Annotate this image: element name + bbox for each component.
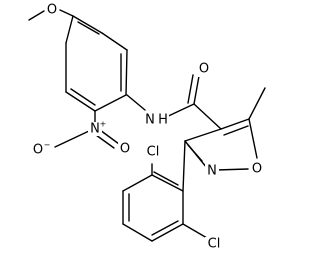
bond-c5-o <box>248 118 258 159</box>
bond-ring-a5-inner <box>70 88 96 106</box>
bond-ring-a2 <box>101 32 128 51</box>
isoxazole-nitrogen-label: N <box>207 164 217 179</box>
bond-o-ring <box>59 9 74 17</box>
bond-c3-c4 <box>184 128 222 142</box>
bond-ring-a1-inner <box>77 21 100 35</box>
bond-carbonyl-o-2 <box>187 74 194 104</box>
bond-o-n <box>215 168 249 171</box>
nitro-positive-charge: + <box>100 120 107 129</box>
bond-ring-nh <box>126 94 146 111</box>
nitro-nitrogen-label: N <box>90 122 100 137</box>
atom-labels: O O N H N + O − O N O Cl Cl <box>31 3 264 252</box>
bonds <box>28 9 266 242</box>
bond-ph-1-inner <box>153 171 179 186</box>
bond-c4-c5-inner <box>223 125 249 136</box>
chlorine-bottom-label: Cl <box>208 237 221 252</box>
bond-ph-4 <box>122 223 153 242</box>
amide-nitrogen-label: N <box>145 113 155 128</box>
methoxy-oxygen-label: O <box>47 3 57 18</box>
bond-ring-a3 <box>125 49 128 96</box>
nitro-negative-charge: − <box>44 141 51 150</box>
bond-ring-a4 <box>94 94 127 112</box>
bond-c4-c5 <box>220 118 250 130</box>
bond-ring-a5 <box>65 91 96 112</box>
bond-methyl-o <box>28 10 45 21</box>
bond-cl-bottom <box>182 223 208 239</box>
bond-ring-a7 <box>65 15 74 44</box>
bond-isoxazole-phenyl <box>182 140 186 192</box>
bond-carbonyl-c4 <box>193 103 222 130</box>
bond-n-c3-inner <box>187 144 203 162</box>
chlorine-top-label: Cl <box>147 145 160 160</box>
bond-nitro-o-left <box>54 130 90 148</box>
bond-ring-a1 <box>72 15 103 34</box>
nitro-oxygen-right-label: O <box>120 142 130 157</box>
carbonyl-oxygen-label: O <box>199 62 209 77</box>
nitro-oxygen-left-label: O <box>33 143 43 158</box>
bond-ph-5-inner <box>151 220 179 236</box>
bond-nitro-o-right-2 <box>95 134 115 149</box>
bond-carbonyl-o-1 <box>193 75 200 105</box>
bond-ph-1 <box>151 174 184 192</box>
bond-ph-5 <box>151 223 184 242</box>
bond-nitro-o-right-1 <box>99 129 120 145</box>
bond-ph-2 <box>122 174 153 192</box>
isoxazole-oxygen-label: O <box>252 162 262 177</box>
bond-c5-methyl <box>248 87 266 120</box>
amide-hydrogen-label: H <box>158 113 168 128</box>
molecule-structure: O O N H N + O − O N O Cl Cl <box>28 3 266 252</box>
